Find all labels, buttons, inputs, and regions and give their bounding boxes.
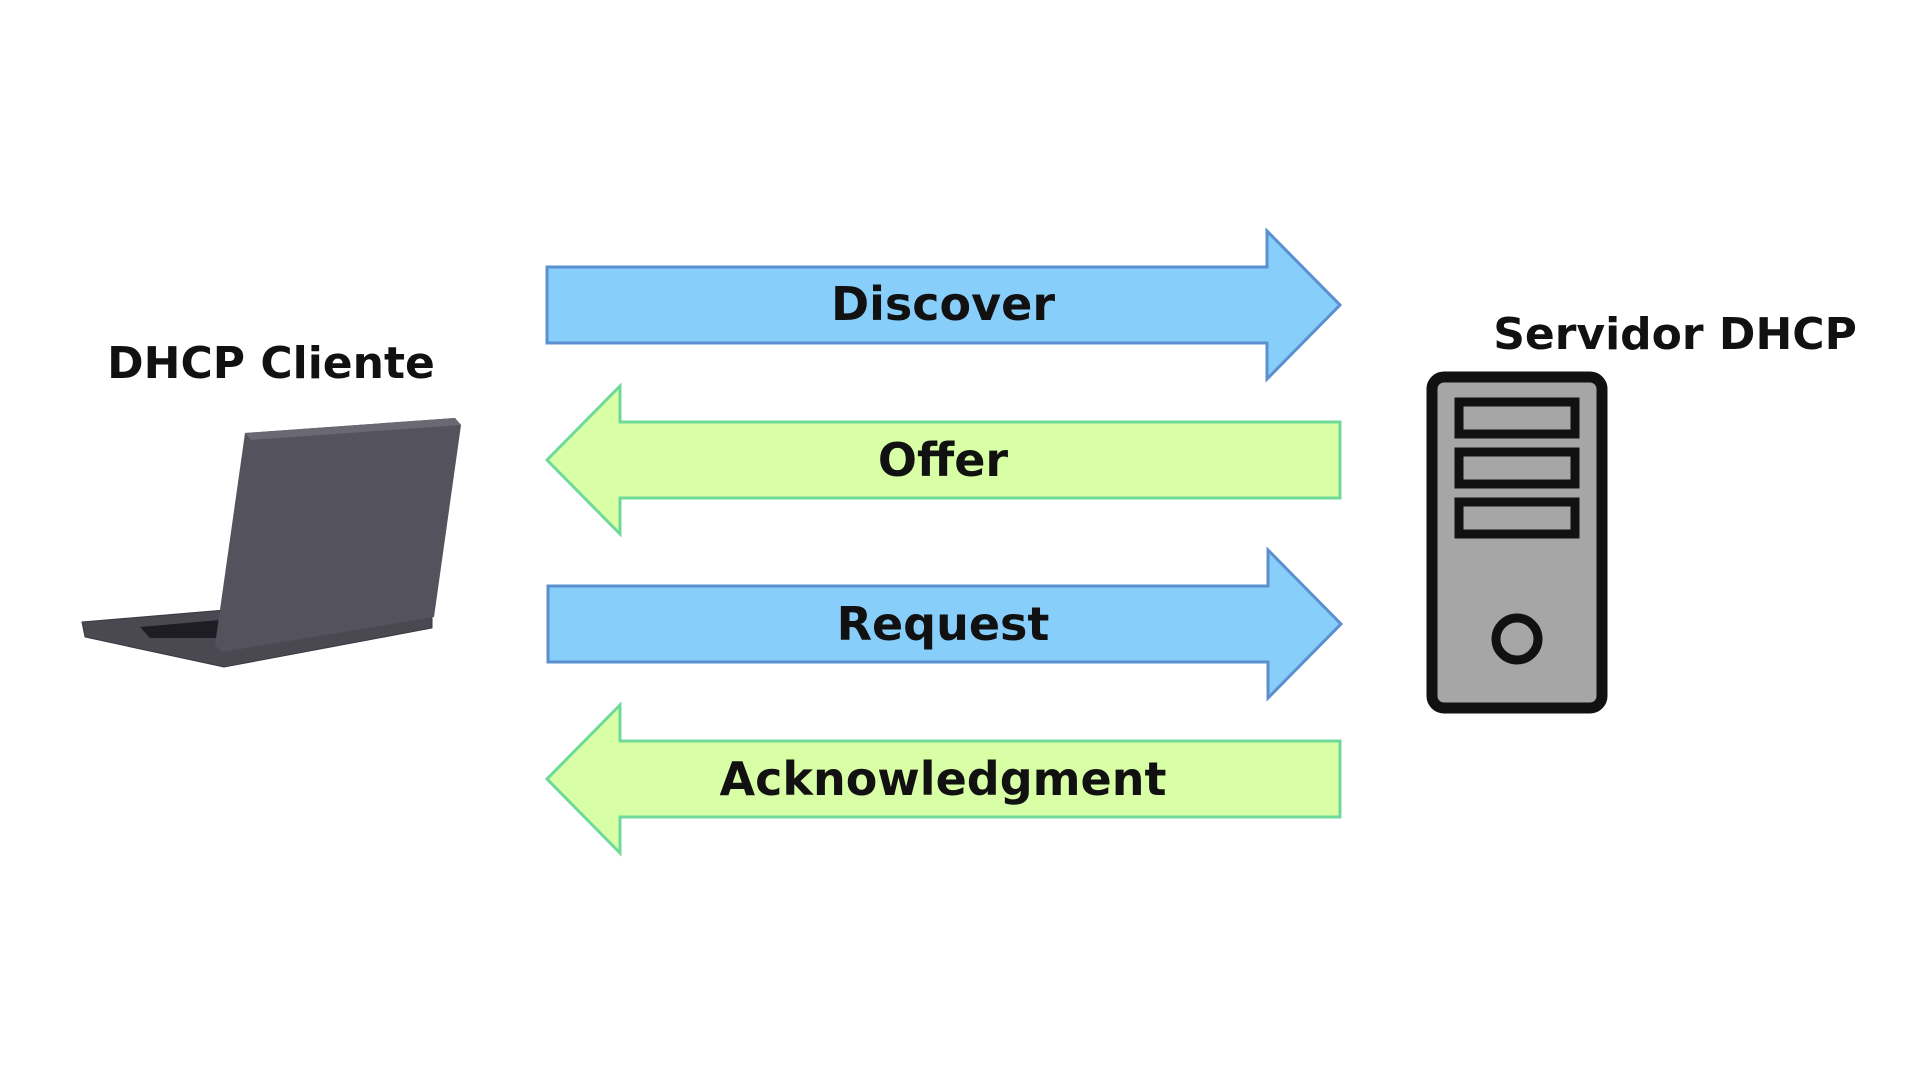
- server-title: Servidor DHCP: [1493, 309, 1857, 360]
- power-button: [1491, 613, 1543, 665]
- arrow-offer: Offer: [544, 382, 1342, 538]
- client-title: DHCP Cliente: [107, 338, 435, 389]
- drive-bay-3: [1454, 497, 1580, 539]
- arrow-discover-shape: [545, 227, 1343, 383]
- arrow-discover: Discover: [545, 227, 1343, 383]
- drive-bay-2: [1454, 447, 1580, 489]
- arrow-offer-shape: [544, 382, 1342, 538]
- server-tower-icon: [1426, 371, 1608, 714]
- drive-bay-1: [1454, 397, 1580, 439]
- arrow-acknowledgment-shape: [544, 701, 1342, 857]
- arrow-acknowledgment-label: Acknowledgment: [720, 752, 1167, 806]
- arrow-request-label: Request: [837, 597, 1050, 651]
- arrow-request-shape: [546, 546, 1344, 702]
- arrow-discover-label: Discover: [831, 277, 1055, 331]
- laptop-icon: [81, 418, 461, 668]
- arrow-acknowledgment: Acknowledgment: [544, 701, 1342, 857]
- arrow-request: Request: [546, 546, 1344, 702]
- arrow-offer-label: Offer: [878, 433, 1009, 487]
